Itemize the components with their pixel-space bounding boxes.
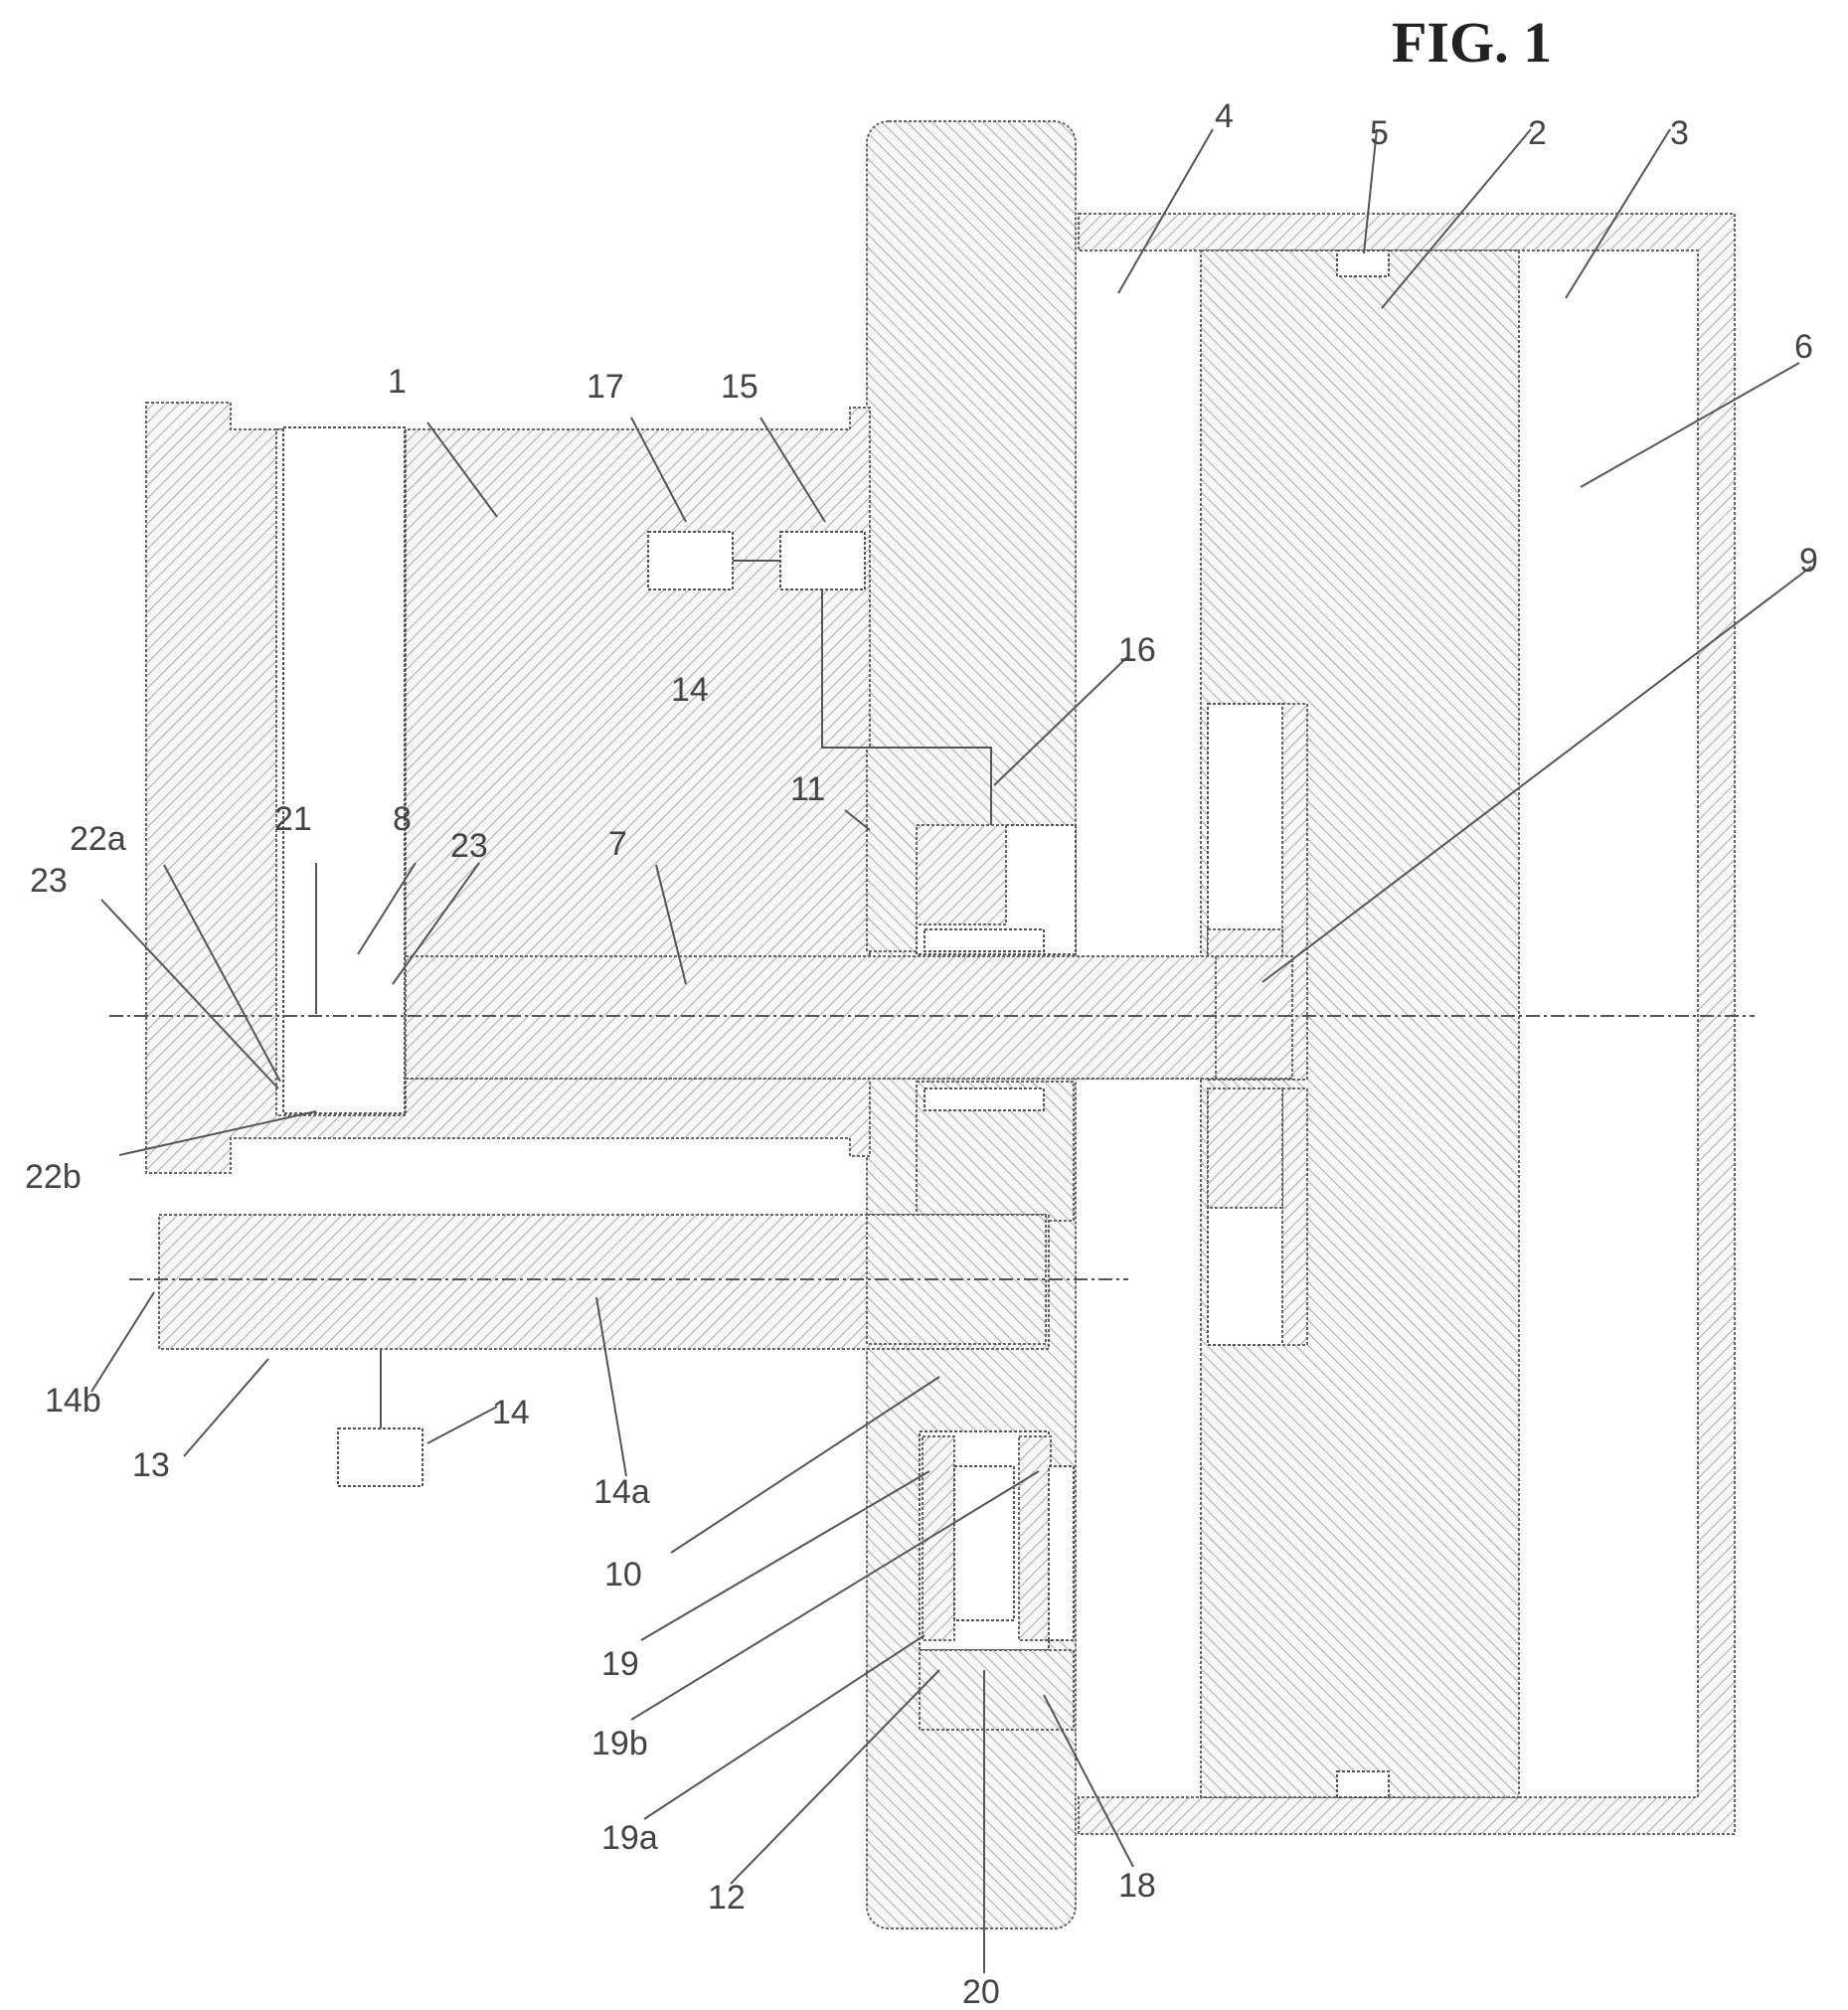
seal-ring-lower: [924, 1089, 1044, 1110]
small-block-bottom: [1337, 1771, 1389, 1797]
figure-title: FIG. 1: [1392, 10, 1552, 75]
label-19b: 19b: [591, 1725, 648, 1762]
label-22a: 22a: [70, 820, 126, 858]
leader-4: [1118, 129, 1213, 293]
seal-insert-upper: [917, 825, 1006, 924]
label-14a: 14a: [593, 1473, 650, 1511]
label-6: 6: [1794, 328, 1813, 366]
bearing-assembly-side: [1049, 1466, 1074, 1640]
bearing-assembly-core: [954, 1466, 1014, 1620]
label-22b: 22b: [25, 1158, 82, 1196]
bearing-base-12: [920, 1650, 1074, 1730]
label-12: 12: [708, 1879, 746, 1917]
label-23-right: 23: [450, 827, 488, 865]
label-19a: 19a: [601, 1819, 658, 1857]
bearing-8-outline: [283, 427, 405, 1113]
label-21: 21: [274, 800, 312, 838]
bearing-assembly-right: [1019, 1436, 1051, 1640]
leader-6: [1581, 363, 1799, 487]
controller-17: [648, 532, 733, 589]
label-16: 16: [1118, 631, 1156, 669]
label-8: 8: [393, 800, 412, 838]
label-13: 13: [132, 1446, 170, 1484]
small-block-top: [1337, 251, 1389, 276]
controller-15: [780, 532, 865, 589]
label-18: 18: [1118, 1867, 1156, 1905]
label-14-lower: 14: [492, 1394, 530, 1431]
label-9: 9: [1799, 542, 1818, 580]
leader-14b: [91, 1292, 154, 1392]
label-4: 4: [1215, 97, 1234, 135]
label-10: 10: [604, 1556, 642, 1593]
label-11: 11: [790, 770, 825, 808]
label-7: 7: [608, 825, 627, 863]
component-9-lower-side: [1282, 1089, 1307, 1345]
label-19: 19: [601, 1645, 639, 1683]
label-14b: 14b: [45, 1382, 101, 1420]
label-20: 20: [962, 1973, 1000, 2010]
component-9-lower-piece: [1208, 1089, 1282, 1208]
shaft-core: [406, 956, 1216, 1079]
label-14-top: 14: [671, 671, 709, 709]
seal-ring-upper: [924, 929, 1044, 951]
controller-14-lower: [338, 1428, 422, 1486]
label-1: 1: [388, 363, 407, 401]
label-15: 15: [721, 368, 758, 406]
label-3: 3: [1670, 114, 1689, 152]
leader-14-lower: [427, 1407, 497, 1443]
label-17: 17: [587, 368, 624, 406]
leader-13: [184, 1359, 268, 1456]
label-2: 2: [1528, 114, 1547, 152]
label-5: 5: [1370, 114, 1389, 152]
label-23-left: 23: [30, 862, 68, 900]
